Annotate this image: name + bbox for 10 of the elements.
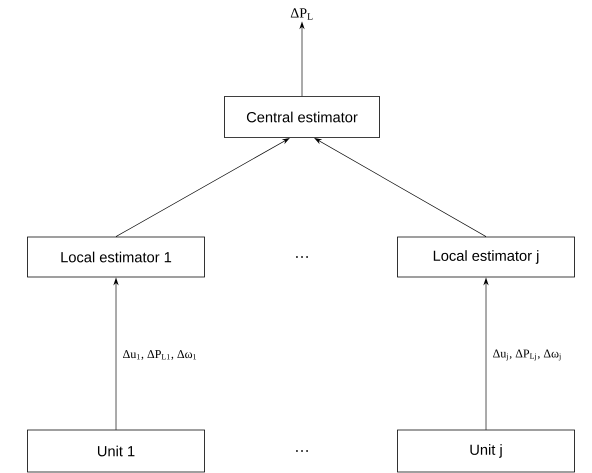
output-label: ΔP$_{L}$ bbox=[290, 8, 312, 20]
ellipsis: … bbox=[296, 450, 308, 452]
estimator-box: Unit j bbox=[397, 430, 575, 472]
estimator-box: Unit 1 bbox=[27, 430, 205, 472]
edge-label: Δu$_{j}$, ΔP$_{Lj}$, Δω$_{j}$ bbox=[493, 350, 561, 360]
estimator-box: Local estimator 1 bbox=[27, 236, 205, 278]
estimator-box: Central estimator bbox=[224, 96, 380, 138]
estimator-box: Local estimator j bbox=[397, 236, 575, 278]
ellipsis: … bbox=[296, 256, 308, 258]
edge-label: Δu$_{1}$, ΔP$_{L1}$, Δω$_{1}$ bbox=[123, 350, 196, 360]
